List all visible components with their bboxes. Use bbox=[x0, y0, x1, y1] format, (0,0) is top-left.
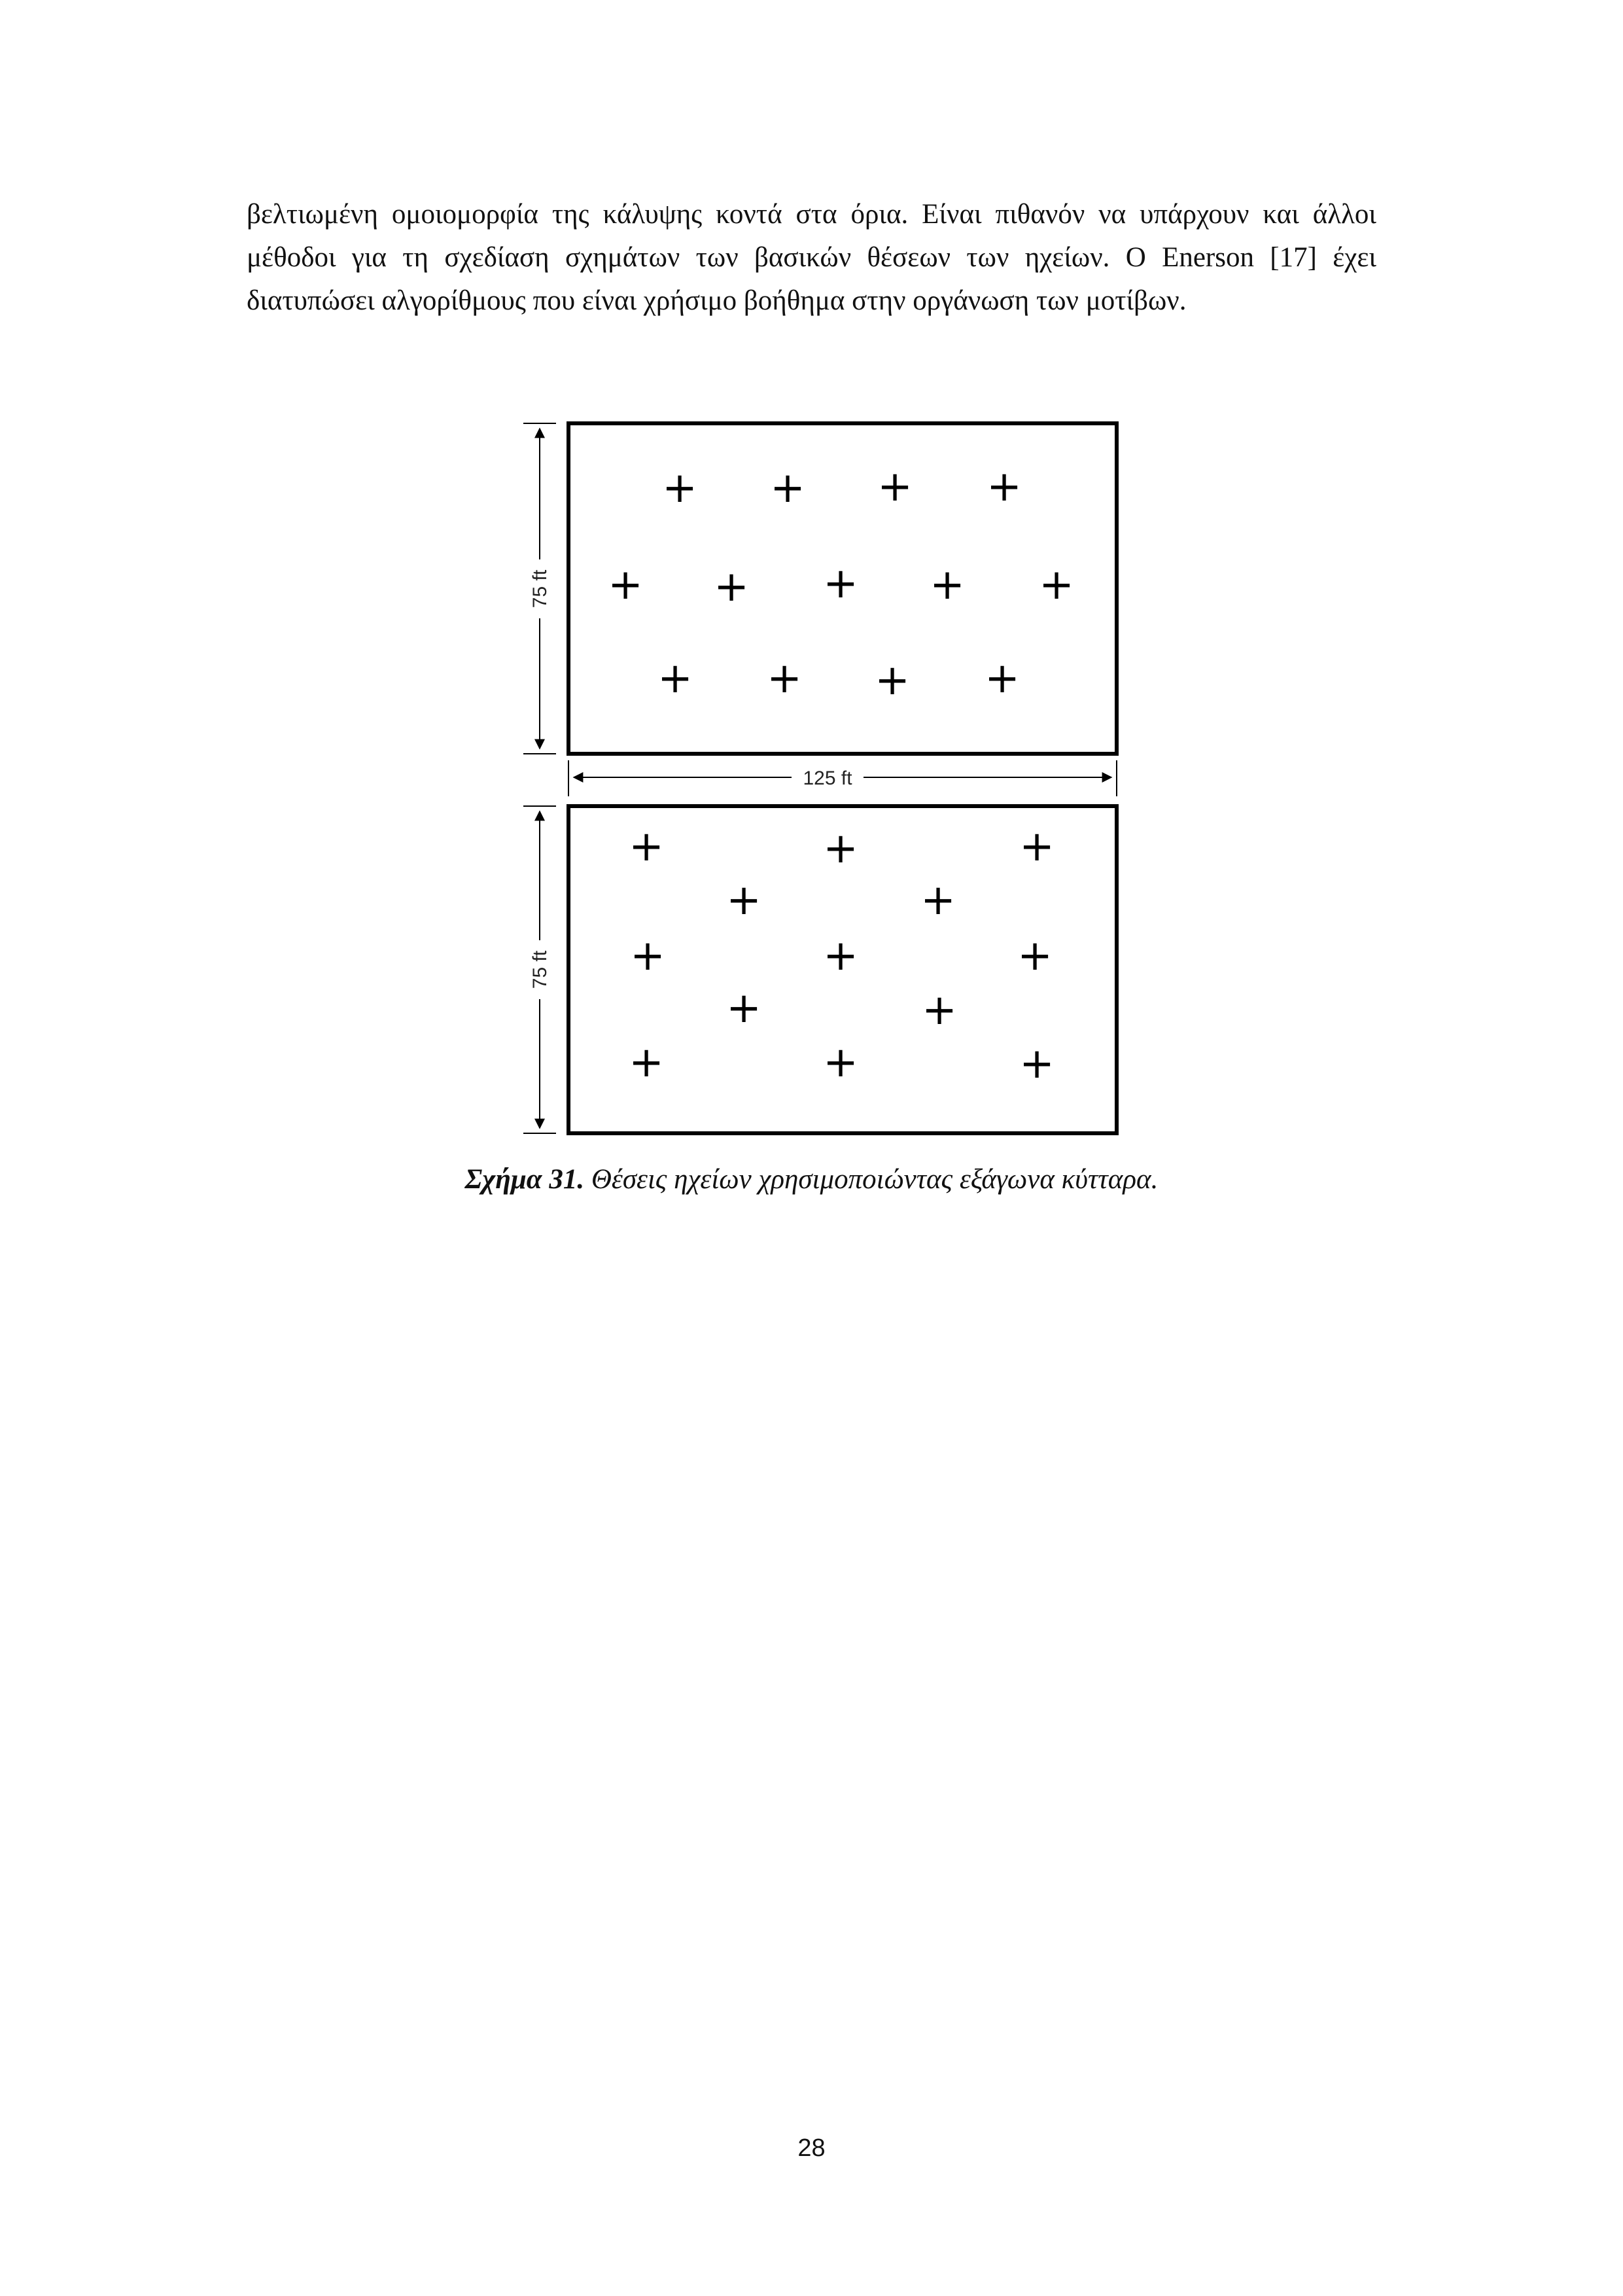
speaker-marker: + bbox=[726, 984, 761, 1033]
speaker-marker: + bbox=[1019, 1040, 1055, 1088]
speaker-marker: + bbox=[823, 1038, 858, 1087]
speaker-marker: + bbox=[875, 656, 910, 705]
speaker-marker: + bbox=[986, 463, 1022, 511]
bottom-height-dimension: 75 ft bbox=[523, 805, 556, 1134]
width-label: 125 ft bbox=[803, 768, 852, 789]
figure-caption-text: Θέσεις ηχείων χρησιμοποιώντας εξάγωνα κύ… bbox=[591, 1164, 1159, 1195]
top-speaker-markers: + + + + + + + + + + + + + bbox=[608, 463, 1074, 705]
page-number: 28 bbox=[797, 2134, 826, 2162]
speaker-marker: + bbox=[657, 654, 693, 703]
width-dimension: 125 ft bbox=[568, 760, 1117, 796]
speaker-marker: + bbox=[877, 463, 913, 511]
top-height-label: 75 ft bbox=[529, 569, 551, 608]
top-height-dimension: 75 ft bbox=[523, 423, 556, 754]
speaker-marker: + bbox=[630, 932, 665, 980]
figure-caption: Σχήμα 31. Θέσεις ηχείων χρησιμοποιώντας … bbox=[0, 1163, 1623, 1195]
bottom-coverage-rectangle bbox=[567, 804, 1119, 1135]
speaker-marker: + bbox=[714, 563, 749, 611]
speaker-marker: + bbox=[823, 559, 858, 608]
bottom-speaker-markers: + + + + + + + + + + + + + bbox=[629, 822, 1055, 1088]
speaker-layout-figure: 75 ft + + + + + + + + + + + + + bbox=[510, 409, 1138, 1142]
speaker-marker: + bbox=[770, 464, 805, 512]
speaker-marker: + bbox=[1039, 561, 1074, 609]
speaker-marker: + bbox=[767, 654, 802, 703]
speaker-marker: + bbox=[823, 824, 858, 873]
body-paragraph: βελτιωμένη ομοιομορφία της κάλυψης κοντά… bbox=[247, 199, 1376, 316]
speaker-marker: + bbox=[922, 986, 957, 1034]
speaker-marker: + bbox=[662, 464, 697, 512]
speaker-marker: + bbox=[726, 876, 761, 925]
speaker-marker: + bbox=[823, 932, 858, 980]
speaker-marker: + bbox=[629, 822, 664, 871]
top-coverage-rectangle bbox=[567, 421, 1119, 756]
speaker-marker: + bbox=[985, 654, 1020, 703]
speaker-marker: + bbox=[920, 876, 956, 925]
figure-caption-label: Σχήμα 31. bbox=[464, 1164, 585, 1195]
speaker-marker: + bbox=[608, 561, 643, 609]
speaker-marker: + bbox=[930, 561, 965, 609]
speaker-marker: + bbox=[629, 1038, 664, 1087]
bottom-height-label: 75 ft bbox=[529, 950, 551, 989]
speaker-marker: + bbox=[1019, 822, 1055, 871]
speaker-marker: + bbox=[1017, 932, 1053, 980]
